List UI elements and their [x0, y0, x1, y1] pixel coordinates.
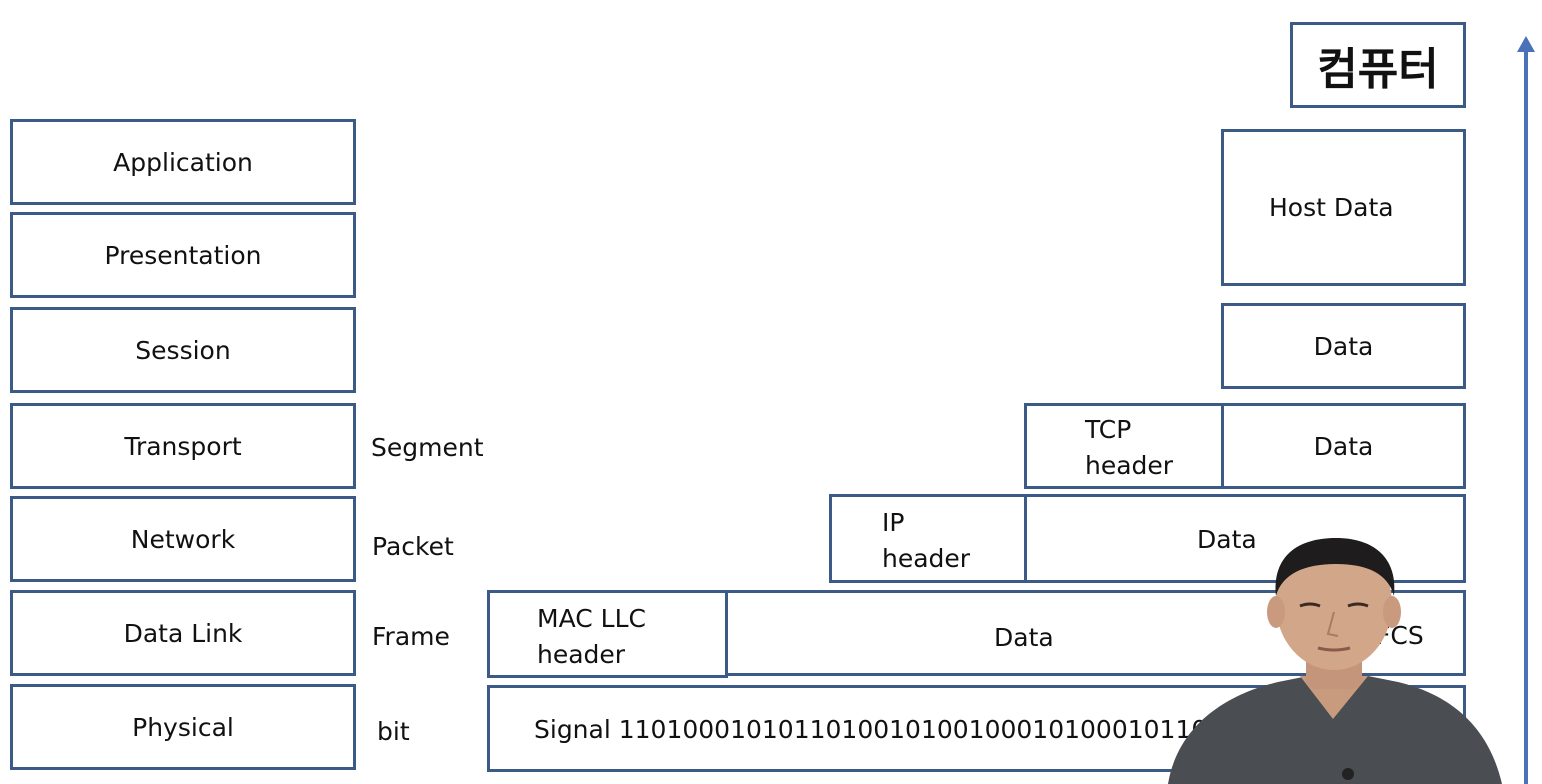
title-box: 컴퓨터 — [1290, 22, 1466, 108]
layer-label: Transport — [124, 431, 242, 461]
transport-data-label: Data — [1313, 431, 1374, 461]
layer-transport: Transport — [10, 403, 356, 489]
transport-data-box: Data — [1221, 403, 1466, 489]
session-data-label: Data — [1313, 331, 1374, 361]
presenter-image — [1168, 538, 1502, 784]
host-data-label: Host Data — [1269, 193, 1394, 222]
tcp-header-label-1: TCP — [1085, 415, 1132, 444]
layer-label: Network — [130, 524, 236, 554]
layer-label: Data Link — [123, 618, 243, 648]
pdu-label-segment: Segment — [371, 433, 484, 462]
mac-header-box: MAC LLC header — [487, 590, 728, 678]
layer-application: Application — [10, 119, 356, 205]
tcp-header-label-2: header — [1085, 451, 1174, 480]
mac-header-label-2: header — [537, 640, 626, 669]
layer-label: Application — [113, 147, 253, 177]
layer-presentation: Presentation — [10, 212, 356, 298]
pdu-label-packet: Packet — [372, 532, 454, 561]
layer-label: Session — [135, 335, 231, 365]
network-data-label: Data — [1197, 525, 1257, 554]
pdu-label-bit: bit — [377, 717, 410, 746]
session-data-box: Data — [1221, 303, 1466, 389]
upward-arrow-icon — [1517, 36, 1535, 784]
ip-header-label-1: IP — [882, 508, 905, 537]
layer-physical: Physical — [10, 684, 356, 770]
ip-header-box: IP header — [829, 494, 1028, 583]
network-data-box: Data — [1024, 494, 1466, 583]
layer-network: Network — [10, 496, 356, 582]
mac-header-label-1: MAC LLC — [537, 604, 646, 633]
layer-session: Session — [10, 307, 356, 393]
host-data-box: Host Data — [1221, 129, 1466, 286]
ip-header-label-2: header — [882, 544, 971, 573]
layer-label: Physical — [132, 712, 234, 742]
title-text: 컴퓨터 — [1317, 44, 1439, 95]
tcp-header-box: TCP header — [1024, 403, 1225, 489]
layer-datalink: Data Link — [10, 590, 356, 676]
frame-data-label: Data — [994, 623, 1054, 652]
signal-label: Signal 110100010101101001010010001010001… — [534, 715, 1224, 744]
pdu-label-frame: Frame — [372, 622, 450, 651]
layer-label: Presentation — [104, 240, 262, 270]
